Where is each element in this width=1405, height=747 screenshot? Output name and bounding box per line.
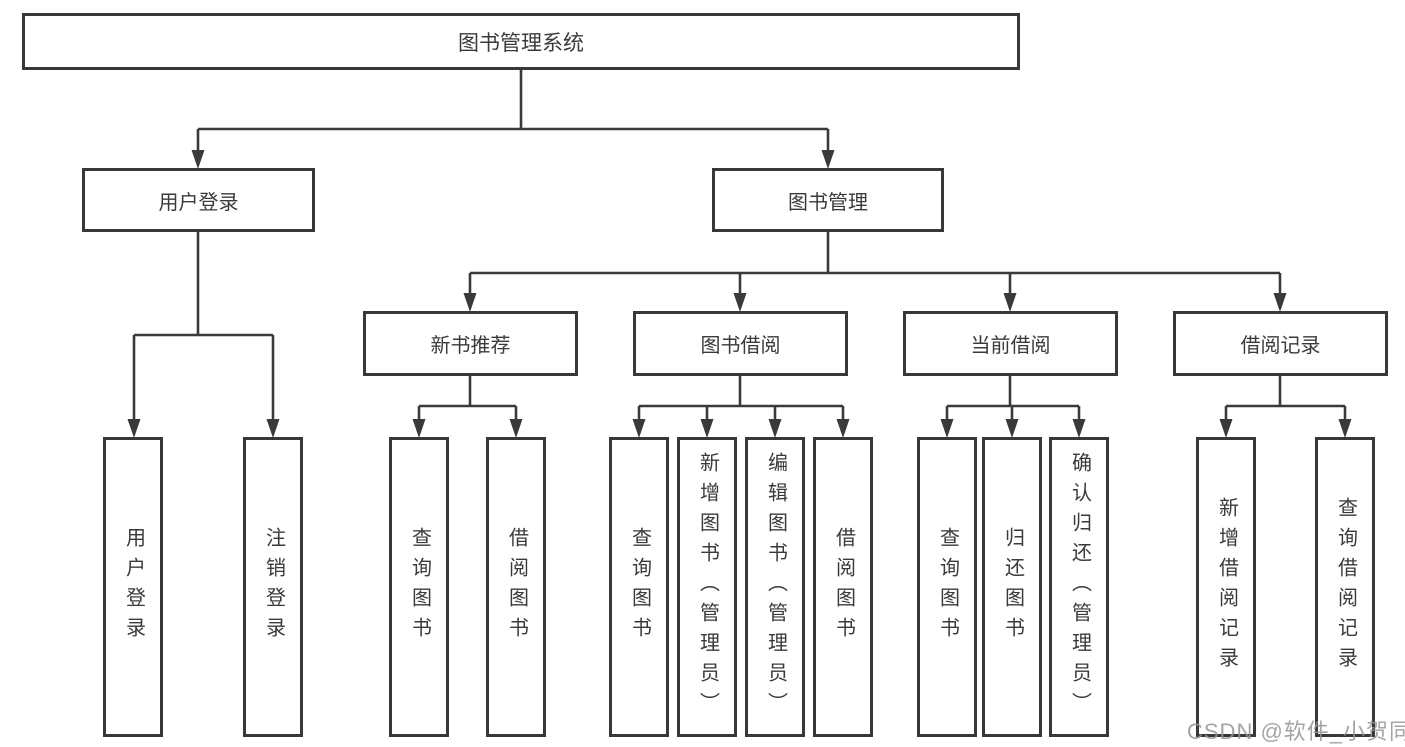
watermark: CSDN @软件_小贺同学 (1187, 719, 1405, 744)
leaf-query-borrow-record: 查询借阅记录 (1315, 437, 1375, 737)
node-book-borrow-label: 图书借阅 (700, 335, 781, 357)
leaf-confirm-return-admin: 确认归还（管理员） (1049, 437, 1109, 737)
leaf-borrow-query-label: 查询图书 (628, 527, 651, 647)
arrowhead-icon (940, 419, 954, 438)
arrowhead-icon (509, 419, 523, 438)
connector-line (198, 70, 828, 131)
leaf-confirm-return-admin-label: 确认归还（管理员） (1068, 452, 1091, 722)
leaf-newbook-query-label: 查询图书 (408, 527, 431, 647)
leaf-return-book-label: 归还图书 (1001, 527, 1024, 647)
leaf-borrow-book: 借阅图书 (813, 437, 873, 737)
node-root: 图书管理系统 (22, 13, 1020, 70)
arrowhead-icon (1005, 419, 1019, 438)
leaf-add-book-admin: 新增图书（管理员） (677, 437, 737, 737)
node-borrow-records-label: 借阅记录 (1240, 335, 1321, 357)
leaf-borrow-query: 查询图书 (609, 437, 669, 737)
node-user-login: 用户登录 (82, 168, 315, 232)
node-book-management: 图书管理 (712, 168, 944, 232)
arrowhead-icon (733, 293, 747, 312)
leaf-query-borrow-record-label: 查询借阅记录 (1334, 497, 1357, 677)
leaf-user-login-label: 用户登录 (122, 527, 145, 647)
connector-line (947, 376, 1079, 408)
arrowhead-icon (1219, 419, 1233, 438)
connector-line (639, 376, 843, 408)
arrowhead-icon (1072, 419, 1086, 438)
arrowhead-icon (836, 419, 850, 438)
node-root-label: 图书管理系统 (458, 31, 584, 55)
leaf-current-query-label: 查询图书 (936, 527, 959, 647)
leaf-borrow-book-label: 借阅图书 (832, 527, 855, 647)
arrowhead-icon (463, 293, 477, 312)
arrowhead-icon (266, 419, 280, 438)
leaf-user-login: 用户登录 (103, 437, 163, 737)
arrowhead-icon (191, 150, 205, 169)
arrowhead-icon (632, 419, 646, 438)
node-new-book-recommend: 新书推荐 (363, 311, 578, 376)
leaf-current-query: 查询图书 (917, 437, 977, 737)
leaf-return-book: 归还图书 (982, 437, 1042, 737)
connector-line (470, 232, 1280, 275)
leaf-newbook-borrow: 借阅图书 (486, 437, 546, 737)
node-book-management-label: 图书管理 (788, 191, 868, 214)
leaf-newbook-borrow-label: 借阅图书 (505, 527, 528, 647)
leaf-logout-label: 注销登录 (262, 527, 285, 647)
arrowhead-icon (127, 419, 141, 438)
arrowhead-icon (1338, 419, 1352, 438)
node-current-borrow: 当前借阅 (903, 311, 1118, 376)
connector-line (134, 232, 273, 337)
leaf-add-borrow-record: 新增借阅记录 (1196, 437, 1256, 737)
leaf-logout: 注销登录 (243, 437, 303, 737)
node-user-login-label: 用户登录 (158, 191, 239, 214)
arrowhead-icon (412, 419, 426, 438)
connector-line (419, 376, 516, 408)
arrowhead-icon (821, 150, 835, 169)
node-book-borrow: 图书借阅 (633, 311, 848, 376)
leaf-edit-book-admin-label: 编辑图书（管理员） (764, 452, 787, 722)
leaf-newbook-query: 查询图书 (389, 437, 449, 737)
leaf-edit-book-admin: 编辑图书（管理员） (745, 437, 805, 737)
node-current-borrow-label: 当前借阅 (970, 335, 1051, 357)
node-borrow-records: 借阅记录 (1173, 311, 1388, 376)
arrowhead-icon (1003, 293, 1017, 312)
node-new-book-recommend-label: 新书推荐 (430, 335, 511, 357)
arrowhead-icon (700, 419, 714, 438)
arrowhead-icon (1273, 293, 1287, 312)
arrowhead-icon (768, 419, 782, 438)
leaf-add-book-admin-label: 新增图书（管理员） (696, 452, 719, 722)
connector-line (1226, 376, 1345, 408)
leaf-add-borrow-record-label: 新增借阅记录 (1215, 497, 1238, 677)
